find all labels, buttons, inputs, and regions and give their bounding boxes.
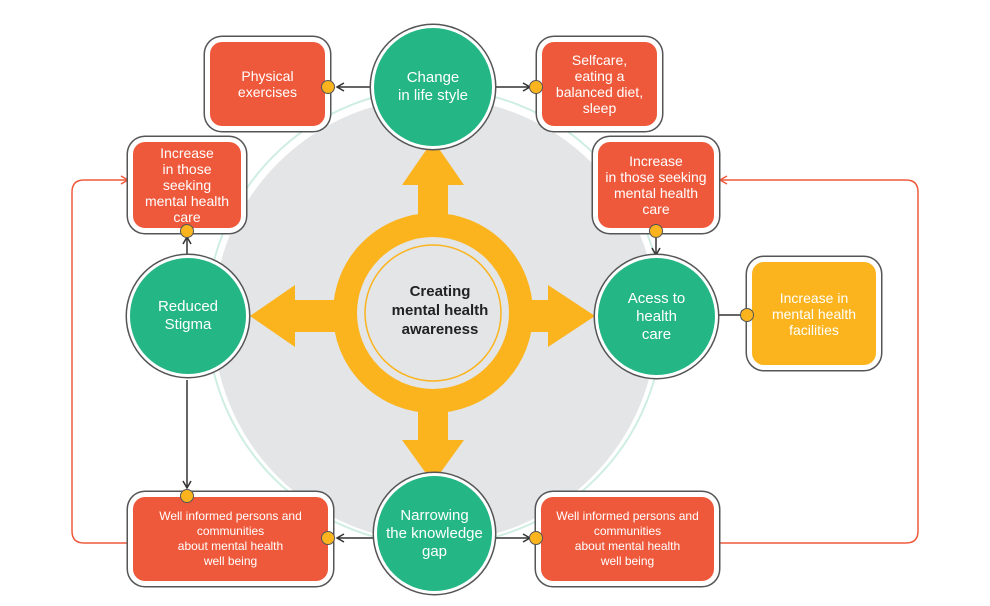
connector-dot [321,531,335,545]
box-right-seeking-care[interactable]: Increase in those seeking mental health … [598,142,714,228]
box-selfcare[interactable]: Selfcare, eating a balanced diet, sleep [542,42,657,126]
connector-dot [529,80,543,94]
box-mental-health-facilities[interactable]: Increase in mental health facilities [752,262,876,365]
feedback-loop-left [71,175,130,544]
connector-dot [180,489,194,503]
connector-dot [649,224,663,238]
connector-dot [529,531,543,545]
arrow-up [402,140,464,240]
arrow-left [250,285,340,347]
arrow-down [402,400,464,483]
hub-narrowing-knowledge-gap[interactable]: Narrowing the knowledge gap [377,476,492,591]
connector-dot [740,308,754,322]
box-right-well-informed[interactable]: Well informed persons and communities ab… [541,497,714,581]
center-inner-ring [364,244,502,382]
box-physical-exercises[interactable]: Physical exercises [210,42,325,126]
center-label: Creating mental health awareness [391,282,489,338]
connector-dot [180,224,194,238]
hub-access-to-health-care[interactable]: Acess to health care [598,258,715,375]
connector-dot [321,80,335,94]
arrow-right [525,285,595,347]
box-left-well-informed[interactable]: Well informed persons and communities ab… [133,497,328,581]
hub-change-in-life-style[interactable]: Change in life style [374,28,492,146]
feedback-loop-right [714,175,919,544]
hub-reduced-stigma[interactable]: Reduced Stigma [130,258,246,374]
center-arrows [250,140,595,483]
center-ring [333,213,533,413]
box-left-seeking-care[interactable]: Increase in those seeking mental health … [133,142,241,228]
